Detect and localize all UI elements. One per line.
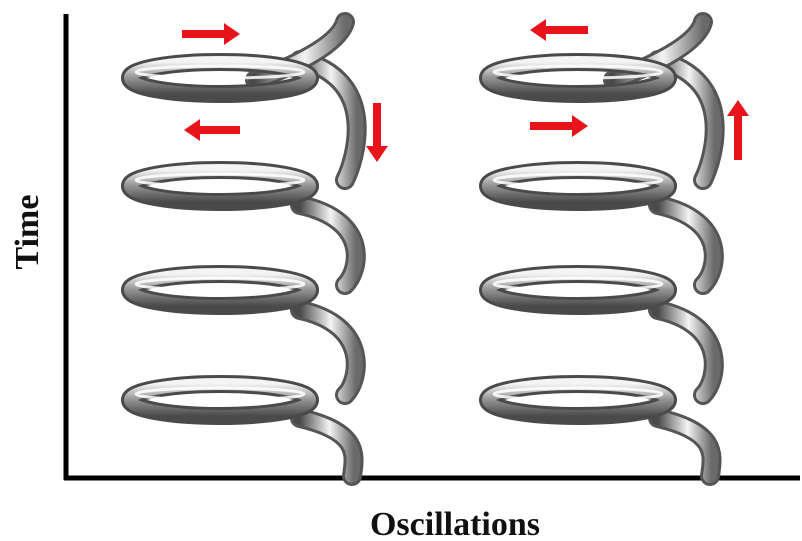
spring-coil-highlight <box>482 164 674 208</box>
spring-coil-highlight <box>124 268 316 312</box>
arrow-left-icon <box>184 119 240 141</box>
spring-coil-highlight <box>124 56 316 100</box>
spring-coil-shine <box>492 172 664 188</box>
spring-wire-highlight <box>651 198 721 292</box>
spring-coil-shine <box>492 276 664 292</box>
spring-coil-shine <box>492 64 664 80</box>
spring-coil-highlight <box>482 378 674 422</box>
spring-wire-highlight <box>293 198 363 292</box>
arrow-down-icon <box>366 103 388 162</box>
spring-coil-highlight <box>482 268 674 312</box>
arrow-right-icon <box>182 23 240 45</box>
arrow-left-icon <box>530 19 588 41</box>
spring-coil-highlight <box>482 56 674 100</box>
arrow-right-icon <box>530 115 588 137</box>
arrow-up-icon <box>727 100 749 160</box>
arrows-layer <box>182 19 749 162</box>
spring-wire-highlight <box>293 303 363 402</box>
spring-coil-shine <box>134 172 306 188</box>
spring-coil-shine <box>134 64 306 80</box>
spring-wire-highlight <box>651 303 721 402</box>
spring-coil-shine <box>492 386 664 402</box>
spring-coil-shine <box>134 386 306 402</box>
right-spring <box>479 12 725 486</box>
spring-coil-highlight <box>124 164 316 208</box>
spring-coil-shine <box>134 276 306 292</box>
spring-wire-highlight <box>651 411 719 483</box>
spring-wire-highlight <box>293 411 361 483</box>
spring-wire-highlight <box>293 53 364 187</box>
x-axis-title: Oscillations <box>370 506 540 541</box>
spring-wire-highlight <box>651 53 722 187</box>
left-spring <box>121 12 367 486</box>
spring-coil-highlight <box>124 378 316 422</box>
y-axis-title: Time <box>9 195 46 270</box>
